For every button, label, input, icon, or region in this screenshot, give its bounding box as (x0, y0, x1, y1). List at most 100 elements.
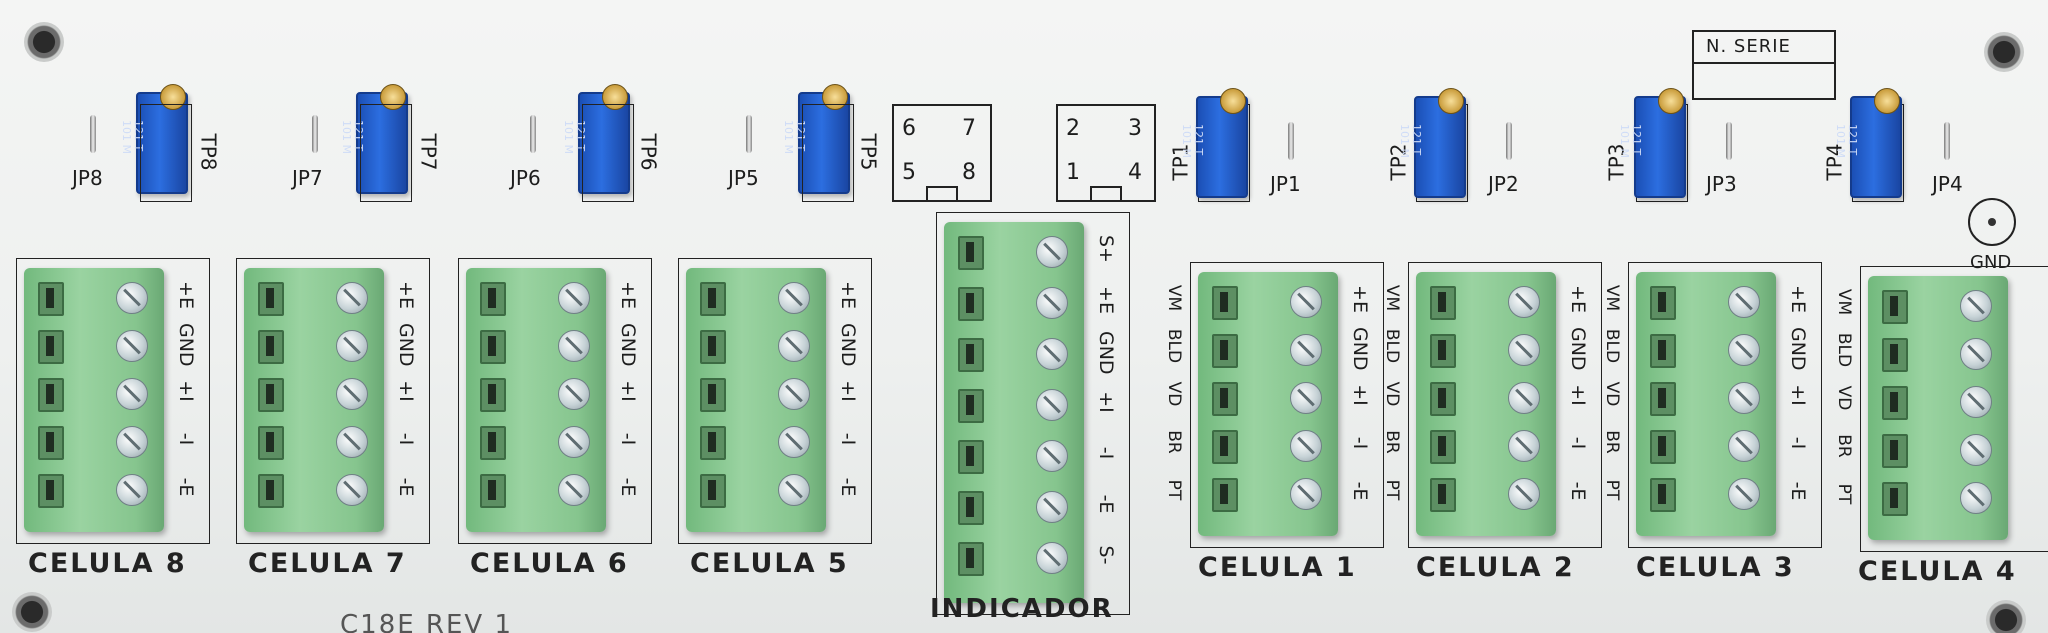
serial-number-box: N. SERIE (1692, 30, 1836, 100)
terminal-screw-celula-1-3 (1290, 430, 1322, 462)
terminal-screw-celula-7-0 (336, 282, 368, 314)
terminal-slot-celula-7-4 (258, 474, 284, 508)
trimpot-tp7: 121 T 101 M (340, 84, 408, 194)
terminal-pin-label-celula-3-2: +I (1787, 384, 1809, 406)
terminal-screw-celula-7-2 (336, 378, 368, 410)
chip-right-pin-2: 2 (1066, 116, 1080, 141)
terminal-slot-celula-7-0 (258, 282, 284, 316)
terminal-pin-label-celula-5-1: GND (837, 323, 859, 367)
terminal-screw-celula-8-3 (116, 426, 148, 458)
indicator-label: INDICADOR (930, 594, 1114, 624)
trimpot-label-tp5: TP5 (856, 133, 881, 171)
terminal-slot-celula-5-1 (700, 330, 726, 364)
terminal-screw-celula-3-2 (1728, 382, 1760, 414)
terminal-wire-label-celula-2-1: BLD (1382, 328, 1402, 364)
terminal-wire-label-celula-3-3: BR (1602, 430, 1622, 454)
terminal-screw-celula-8-1 (116, 330, 148, 362)
terminal-pin-label-celula-1-1: GND (1349, 327, 1371, 371)
terminal-screw-indicador-3 (1036, 389, 1068, 421)
trimpot-outline-tp6 (582, 104, 634, 202)
chip-footprint-left (892, 104, 992, 202)
terminal-slot-celula-6-3 (480, 426, 506, 460)
cell-label-6: CELULA 6 (470, 548, 629, 579)
chip-left-pin-6: 6 (902, 116, 916, 141)
terminal-screw-indicador-4 (1036, 440, 1068, 472)
gnd-label: GND (1970, 252, 2012, 273)
terminal-pin-label-celula-3-1: GND (1787, 327, 1809, 371)
terminal-pin-label-celula-3-4: -E (1787, 481, 1809, 501)
terminal-slot-celula-1-2 (1212, 382, 1238, 416)
terminal-slot-celula-3-1 (1650, 334, 1676, 368)
terminal-pin-label-celula-7-0: +E (395, 281, 417, 309)
trimpot-outline-tp7 (360, 104, 412, 202)
terminal-screw-celula-4-1 (1960, 338, 1992, 370)
trimpot-label-tp6: TP6 (636, 133, 661, 171)
terminal-screw-celula-7-4 (336, 474, 368, 506)
terminal-slot-indicador-1 (958, 287, 984, 321)
jumper-label-jp4: JP4 (1932, 172, 1963, 196)
terminal-slot-celula-1-4 (1212, 478, 1238, 512)
terminal-pin-label-celula-7-1: GND (395, 323, 417, 367)
terminal-pin-label-indicador-1: +E (1095, 286, 1117, 314)
terminal-pin-label-indicador-3: +I (1095, 391, 1117, 413)
terminal-slot-celula-4-4 (1882, 482, 1908, 516)
chip-left-pin-8: 8 (962, 160, 976, 185)
terminal-wire-label-celula-1-0: VM (1164, 284, 1184, 312)
terminal-screw-celula-1-1 (1290, 334, 1322, 366)
terminal-pin-label-celula-7-2: +I (395, 380, 417, 402)
terminal-screw-celula-3-1 (1728, 334, 1760, 366)
terminal-slot-celula-2-2 (1430, 382, 1456, 416)
terminal-outline-celula-7 (236, 258, 430, 544)
mounting-hole-bottom-left (12, 592, 52, 632)
terminal-slot-celula-2-1 (1430, 334, 1456, 368)
terminal-pin-label-celula-8-3: -I (175, 432, 197, 446)
terminal-wire-label-celula-1-1: BLD (1164, 328, 1184, 364)
terminal-slot-celula-1-0 (1212, 286, 1238, 320)
terminal-screw-celula-4-2 (1960, 386, 1992, 418)
cell-label-8: CELULA 8 (28, 548, 187, 579)
jumper-label-jp2: JP2 (1488, 172, 1519, 196)
terminal-slot-celula-5-2 (700, 378, 726, 412)
terminal-slot-celula-6-4 (480, 474, 506, 508)
jumper-label-jp5: JP5 (728, 166, 759, 190)
terminal-slot-celula-3-0 (1650, 286, 1676, 320)
terminal-wire-label-celula-4-2: VD (1834, 385, 1854, 411)
jumper-pin-jp2 (1506, 122, 1512, 160)
terminal-screw-celula-8-0 (116, 282, 148, 314)
chip-left-pin-5: 5 (902, 160, 916, 185)
terminal-screw-celula-1-4 (1290, 478, 1322, 510)
terminal-screw-celula-4-0 (1960, 290, 1992, 322)
terminal-wire-label-celula-4-0: VM (1834, 288, 1854, 316)
terminal-pin-label-celula-5-2: +I (837, 380, 859, 402)
terminal-pin-label-celula-6-4: -E (617, 477, 639, 497)
terminal-slot-indicador-5 (958, 491, 984, 525)
terminal-slot-celula-2-4 (1430, 478, 1456, 512)
terminal-screw-celula-6-3 (558, 426, 590, 458)
terminal-pin-label-celula-3-0: +E (1787, 285, 1809, 313)
terminal-screw-indicador-0 (1036, 236, 1068, 268)
trimpot-tp3: 121 T 101 M (1618, 88, 1686, 198)
terminal-slot-celula-5-4 (700, 474, 726, 508)
terminal-wire-label-celula-2-0: VM (1382, 284, 1402, 312)
terminal-screw-celula-2-4 (1508, 478, 1540, 510)
terminal-pin-label-celula-1-2: +I (1349, 384, 1371, 406)
chip-right-pin-4: 4 (1128, 160, 1142, 185)
terminal-screw-celula-4-4 (1960, 482, 1992, 514)
terminal-wire-label-celula-2-2: VD (1382, 381, 1402, 407)
jumper-pin-jp7 (312, 115, 318, 153)
terminal-wire-label-celula-4-4: PT (1834, 483, 1854, 505)
terminal-pin-label-celula-2-0: +E (1567, 285, 1589, 313)
terminal-outline-celula-3 (1628, 262, 1822, 548)
terminal-slot-celula-1-1 (1212, 334, 1238, 368)
terminal-slot-celula-4-2 (1882, 386, 1908, 420)
mounting-hole-bottom-right (1986, 600, 2026, 633)
chip-right-pin-1: 1 (1066, 160, 1080, 185)
terminal-wire-label-celula-3-4: PT (1602, 479, 1622, 501)
terminal-slot-indicador-6 (958, 542, 984, 576)
terminal-wire-label-celula-2-4: PT (1382, 479, 1402, 501)
terminal-slot-celula-7-2 (258, 378, 284, 412)
terminal-slot-celula-6-2 (480, 378, 506, 412)
terminal-screw-celula-3-4 (1728, 478, 1760, 510)
terminal-pin-label-celula-2-4: -E (1567, 481, 1589, 501)
terminal-slot-celula-5-0 (700, 282, 726, 316)
